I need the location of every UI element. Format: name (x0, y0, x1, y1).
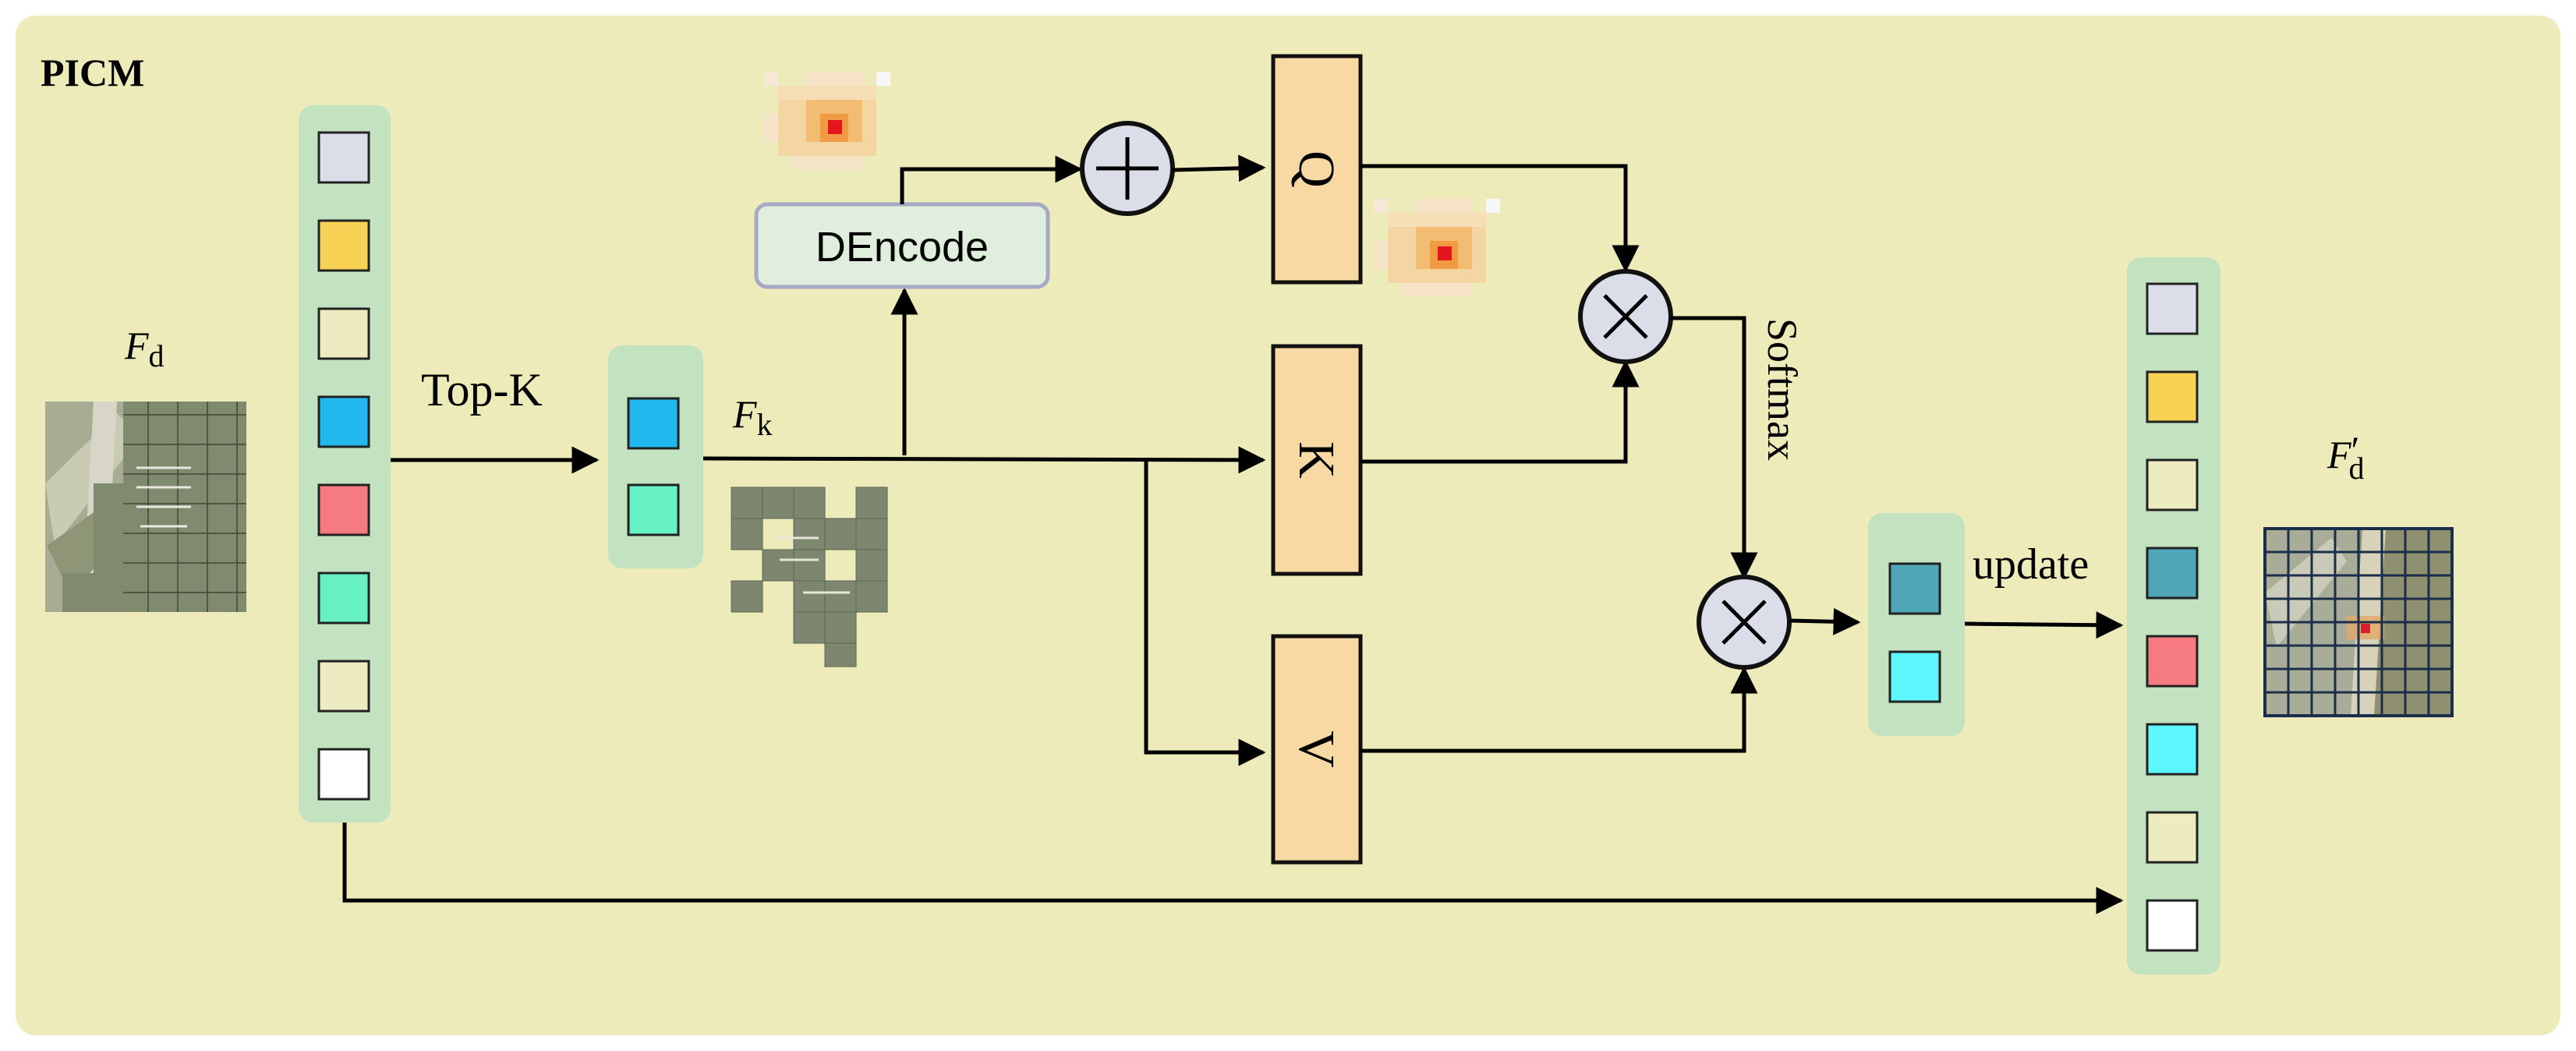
add-to-q-arrow (1172, 154, 1266, 182)
attended-token-1 (1888, 562, 1941, 615)
output-token-6 (2146, 723, 2199, 776)
input-token-column (299, 105, 391, 823)
fd-prime-label: F′d (2327, 428, 2364, 486)
fk-to-v-arrow (1144, 460, 1266, 766)
module-title: PICM (41, 51, 144, 94)
input-aerial-image (45, 402, 246, 612)
softmax-arrow (1671, 316, 1758, 580)
fk-to-k-arrow (702, 446, 1266, 474)
position-heatmap-q (1374, 199, 1500, 297)
selected-patches-image (731, 487, 888, 667)
q-to-mul-arrow (1361, 164, 1640, 273)
output-token-5 (2146, 635, 2199, 688)
topk-token-1 (627, 397, 680, 450)
attended-token-2 (1888, 650, 1941, 703)
softmax-label: Softmax (1759, 318, 1806, 461)
input-token-3 (317, 307, 370, 360)
k-projection: K (1271, 344, 1363, 576)
k-to-mul-arrow (1361, 359, 1640, 464)
topk-token-2 (627, 483, 680, 536)
fk-label: Fk (732, 392, 773, 442)
input-token-4 (317, 395, 370, 448)
input-token-8 (317, 748, 370, 801)
attended-token-column (1868, 513, 1965, 736)
position-heatmap-top (764, 72, 890, 170)
output-token-8 (2146, 899, 2199, 952)
mul-to-attended-arrow (1789, 607, 1861, 635)
output-token-1 (2146, 282, 2199, 335)
v-label: V (1288, 731, 1345, 768)
fd-label: Fd (124, 324, 165, 373)
output-token-4 (2146, 547, 2199, 600)
output-token-7 (2146, 811, 2199, 864)
dencode-to-add-arrow (900, 155, 1083, 204)
output-token-3 (2146, 458, 2199, 511)
update-label: update (1973, 540, 2089, 589)
update-arrow (1964, 611, 2124, 639)
input-token-1 (317, 131, 370, 184)
input-token-2 (317, 219, 370, 272)
dencode-label: DEncode (816, 224, 989, 271)
v-to-mul-arrow (1361, 666, 1758, 753)
input-token-6 (317, 572, 370, 625)
qk-multiply-operator (1578, 269, 1673, 364)
q-label: Q (1288, 150, 1345, 188)
input-token-7 (317, 660, 370, 713)
attention-multiply-operator (1697, 575, 1792, 670)
v-projection: V (1271, 634, 1363, 865)
skip-connection-arrow (342, 823, 2124, 915)
topk-token-column (608, 345, 703, 568)
q-projection: Q (1271, 54, 1363, 285)
k-label: K (1288, 441, 1345, 479)
input-token-5 (317, 483, 370, 536)
output-aerial-image (2263, 527, 2454, 717)
topk-label: Top-K (421, 364, 543, 416)
output-token-column (2127, 257, 2220, 975)
output-token-2 (2146, 370, 2199, 423)
add-operator (1080, 121, 1175, 216)
